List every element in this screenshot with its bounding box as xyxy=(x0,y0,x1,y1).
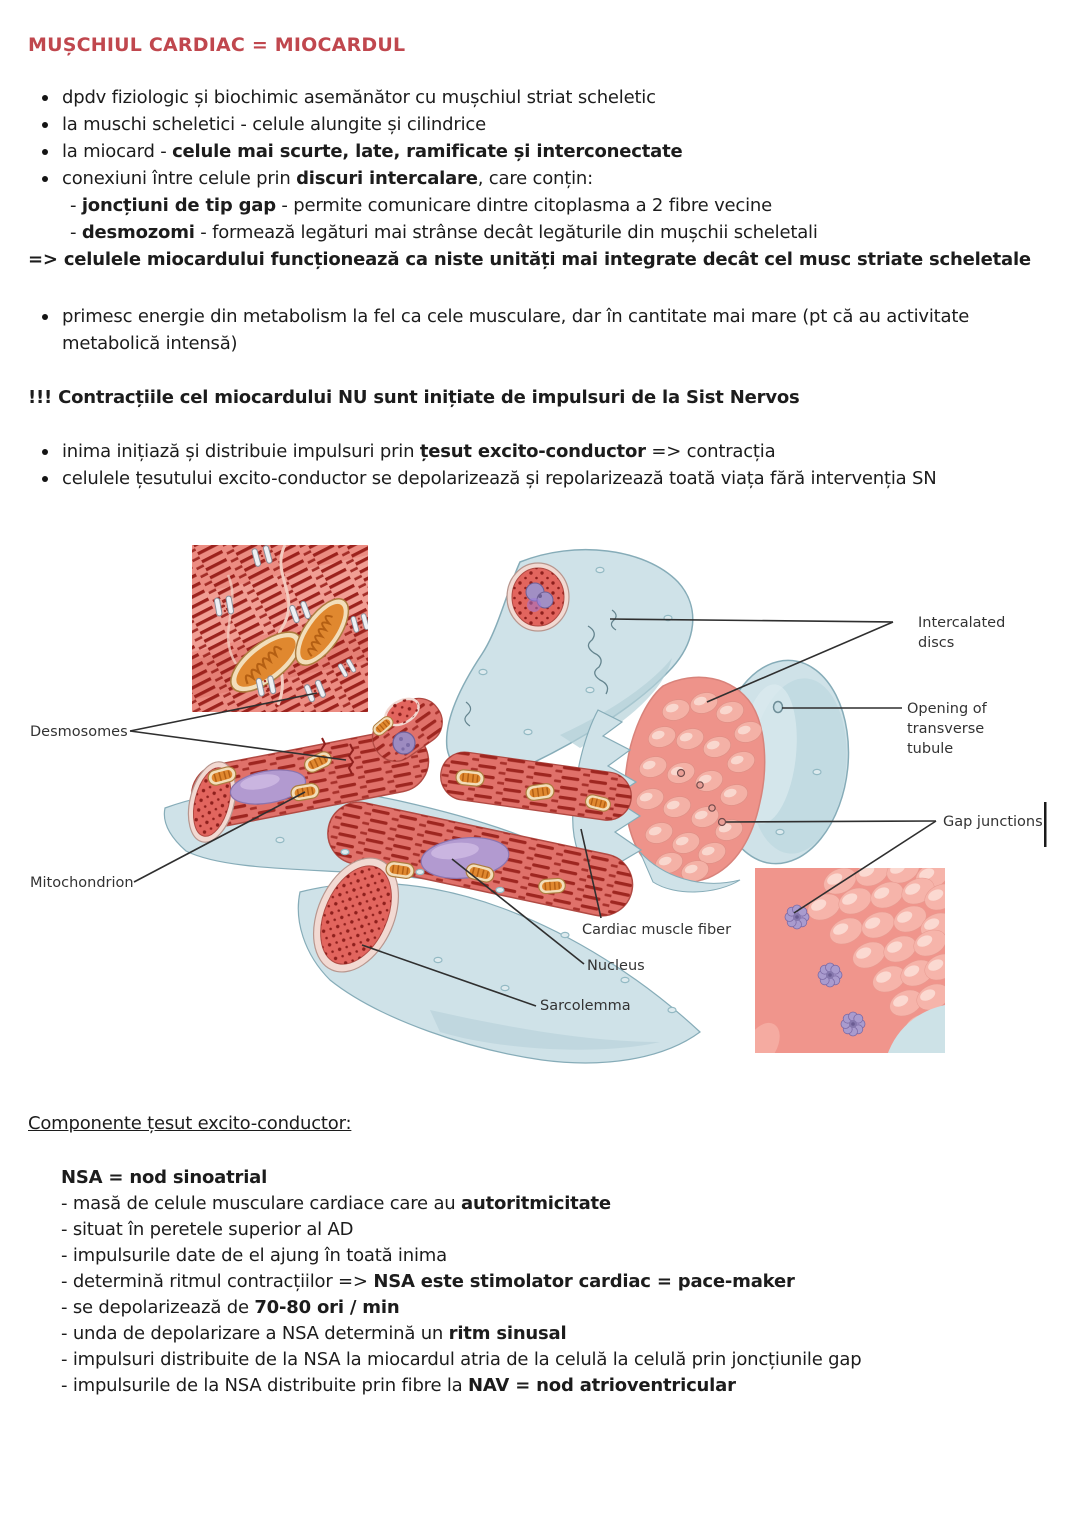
gap-junction-pore xyxy=(708,804,716,812)
desmosomes-leader xyxy=(129,692,318,732)
list-item-text: celulele țesutului excito-conductor se d… xyxy=(62,468,937,489)
list-item: primesc energie din metabolism la fel ca… xyxy=(28,303,1038,357)
dash-item: - determină ritmul contracțiilor => NSA … xyxy=(61,1271,795,1292)
label-desmosomes: Desmosomes xyxy=(30,724,128,740)
list-item: celulele țesutului excito-conductor se d… xyxy=(28,465,1068,492)
dash-item: - impulsurile date de el ajung în toată … xyxy=(61,1245,447,1266)
list-item: la muschi scheletici - celule alungite ș… xyxy=(28,111,1063,138)
list-item: conexiuni între celule prin discuri inte… xyxy=(28,165,1063,192)
dash-item: - masă de celule musculare cardiace care… xyxy=(61,1193,611,1214)
label-gap-junctions: Gap junctions xyxy=(943,814,1043,830)
gap-junction-pore xyxy=(676,768,686,778)
nucleus-leader xyxy=(451,858,585,965)
list-item-text: primesc energie din metabolism la fel ca… xyxy=(62,306,970,354)
list-item: la miocard - celule mai scurte, late, ra… xyxy=(28,138,1063,165)
transverse-tubule-opening xyxy=(772,700,784,714)
nucleus-shape xyxy=(229,769,307,805)
subheading: NSA = nod sinoatrial xyxy=(61,1167,268,1188)
dash-item: - impulsurile de la NSA distribuite prin… xyxy=(61,1375,736,1396)
gap-junction-rosette xyxy=(784,904,810,930)
branching-fibers xyxy=(163,697,701,1064)
label-nucleus: Nucleus xyxy=(587,958,645,974)
label-intercalated-discs-1: Intercalated xyxy=(918,615,1005,631)
list-item-text: la muschi scheletici - celule alungite ș… xyxy=(62,114,486,135)
page-title-text: MUȘCHIUL CARDIAC = MIOCARDUL xyxy=(28,34,406,56)
desmosome-inset xyxy=(192,545,368,712)
nucleus-shape xyxy=(525,582,554,612)
gap-junction-rosette xyxy=(840,1011,866,1037)
list-item: inima inițiază și distribuie impulsuri p… xyxy=(28,438,1068,465)
label-opening-2: transverse xyxy=(907,721,984,737)
intercalated-disc-seam xyxy=(587,625,609,695)
leader-lines xyxy=(129,618,937,1007)
components-section: Componente țesut excito-conductor: NSA =… xyxy=(28,1110,1063,1399)
mitochondrion-leader xyxy=(133,791,306,883)
gap-junction-rosette xyxy=(817,962,843,988)
list-subitem-text: - desmozomi - formează legături mai strâ… xyxy=(70,222,818,243)
sarcolemma-leader xyxy=(361,944,537,1007)
text-cursor xyxy=(1044,802,1047,847)
cardiac-muscle-diagram: Desmosomes Mitochondrion Intercalated di… xyxy=(0,540,1080,1070)
dash-item: - unda de depolarizare a NSA determină u… xyxy=(61,1323,567,1344)
desmosomes-leader xyxy=(129,730,347,761)
list-subitem-text: - joncțiuni de tip gap - permite comunic… xyxy=(70,195,772,216)
list-item-text: dpdv fiziologic și biochimic asemănător … xyxy=(62,87,656,108)
knobby-fiber-face xyxy=(624,676,766,893)
intercalated-discs-leader xyxy=(609,618,894,623)
list-item: dpdv fiziologic și biochimic asemănător … xyxy=(28,84,1063,111)
gap-junction-inset xyxy=(755,868,945,1053)
cardiac-muscle-figure: Desmosomes Mitochondrion Intercalated di… xyxy=(30,545,1047,1064)
label-opening-1: Opening of xyxy=(907,701,988,717)
gap-junction-pore xyxy=(717,817,727,827)
energy-list: primesc energie din metabolism la fel ca… xyxy=(28,303,1038,357)
sarcolemma-tube-bottom xyxy=(297,882,701,1064)
nsa-block: NSA = nod sinoatrial - masă de celule mu… xyxy=(28,1165,1063,1399)
list-subitem: - joncțiuni de tip gap - permite comunic… xyxy=(28,192,1063,219)
page-title: MUȘCHIUL CARDIAC = MIOCARDUL xyxy=(28,34,405,56)
label-opening-3: tubule xyxy=(907,741,953,757)
list-item-text: conexiuni între celule prin discuri inte… xyxy=(62,168,593,189)
muscle-fiber-tube-top xyxy=(445,548,694,778)
list-item-text: la miocard - celule mai scurte, late, ra… xyxy=(62,141,683,162)
warning-line: !!! Contracțiile cel miocardului NU sunt… xyxy=(28,387,800,408)
list-item-text: inima inițiază și distribuie impulsuri p… xyxy=(62,441,776,462)
dash-item: - se depolarizează de 70-80 ori / min xyxy=(61,1297,400,1318)
conclusion-line: => celulele miocardului funcționează ca … xyxy=(28,246,1063,273)
cardiac-fiber-leader xyxy=(580,828,602,919)
intercalated-discs-leader xyxy=(706,621,894,703)
dash-item: - impulsuri distribuite de la NSA la mio… xyxy=(61,1349,862,1370)
label-intercalated-discs-2: discs xyxy=(918,635,954,651)
section-heading: Componente țesut excito-conductor: xyxy=(28,1113,352,1134)
label-sarcolemma: Sarcolemma xyxy=(540,998,631,1014)
gap-junctions-leader xyxy=(793,820,937,914)
sarcolemma-corner xyxy=(888,1005,945,1053)
dash-item: - situat în peretele superior al AD xyxy=(61,1219,354,1240)
list-subitem: - desmozomi - formează legături mai strâ… xyxy=(28,219,1063,246)
gap-junction-pore xyxy=(696,781,704,789)
intro-list: dpdv fiziologic și biochimic asemănător … xyxy=(28,84,1063,273)
conduction-list: inima inițiază și distribuie impulsuri p… xyxy=(28,438,1068,492)
label-cardiac-muscle-fiber: Cardiac muscle fiber xyxy=(582,922,731,938)
gap-junctions-leader xyxy=(725,820,937,823)
label-mitochondrion: Mitochondrion xyxy=(30,875,134,891)
conclusion-text: => celulele miocardului funcționează ca … xyxy=(28,249,1031,270)
nucleus-ball xyxy=(392,731,416,755)
